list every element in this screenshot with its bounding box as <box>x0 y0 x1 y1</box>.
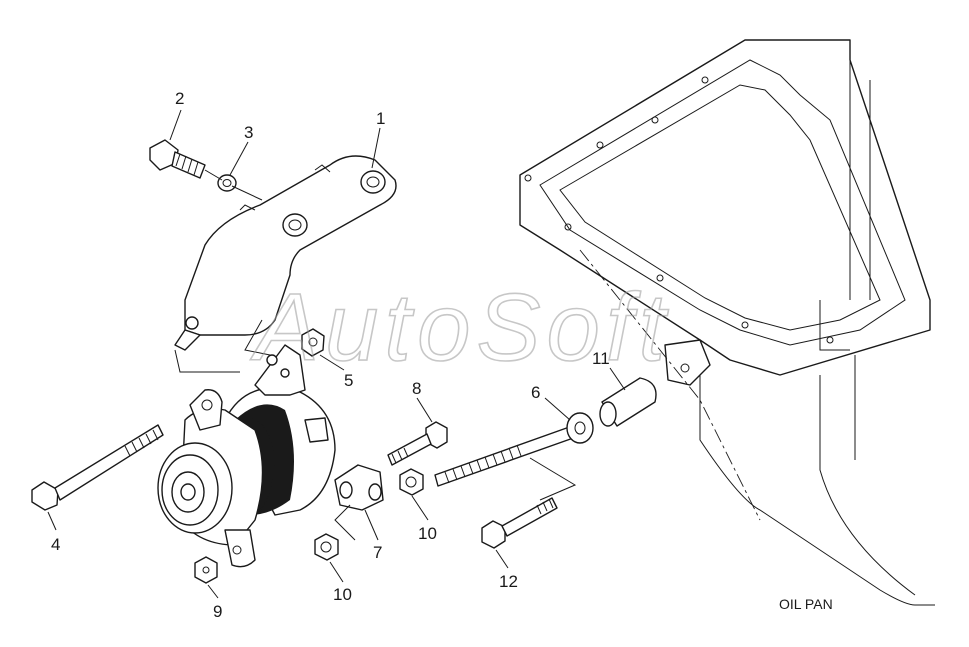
oil-pan-label: OIL PAN <box>779 596 833 612</box>
callout-10-lower: 10 <box>333 585 352 604</box>
callout-12: 12 <box>499 572 518 591</box>
bolt-9 <box>194 556 218 584</box>
watermark-text: AutoSoft <box>250 274 671 381</box>
spacer-11 <box>599 377 657 427</box>
callout-6: 6 <box>531 383 540 402</box>
bolt-4 <box>31 424 164 511</box>
adjusting-rod-6 <box>434 412 594 487</box>
callout-1: 1 <box>376 109 385 128</box>
nut-5 <box>301 328 325 357</box>
alternator-bracket <box>174 155 397 351</box>
callout-3: 3 <box>244 123 253 142</box>
callout-9: 9 <box>213 602 222 621</box>
callouts: 1 2 3 4 5 6 7 8 9 10 10 11 12 <box>51 89 610 621</box>
oil-pan <box>519 39 935 606</box>
alternator <box>157 344 336 568</box>
callout-4: 4 <box>51 535 60 554</box>
watermark: AutoSoft <box>249 273 671 382</box>
washer-3 <box>217 174 237 192</box>
callout-8: 8 <box>412 379 421 398</box>
bolt-8 <box>387 421 448 466</box>
callout-10-upper: 10 <box>418 524 437 543</box>
callout-5: 5 <box>344 371 353 390</box>
callout-11: 11 <box>592 349 610 368</box>
callout-7: 7 <box>373 543 382 562</box>
callout-2: 2 <box>175 89 184 108</box>
nut-10-lower <box>314 533 339 561</box>
nut-10-upper <box>399 468 424 496</box>
trunnion-7 <box>334 464 384 511</box>
bolt-2 <box>149 139 206 179</box>
leader-lines <box>47 109 626 599</box>
bolt-12 <box>481 497 558 549</box>
